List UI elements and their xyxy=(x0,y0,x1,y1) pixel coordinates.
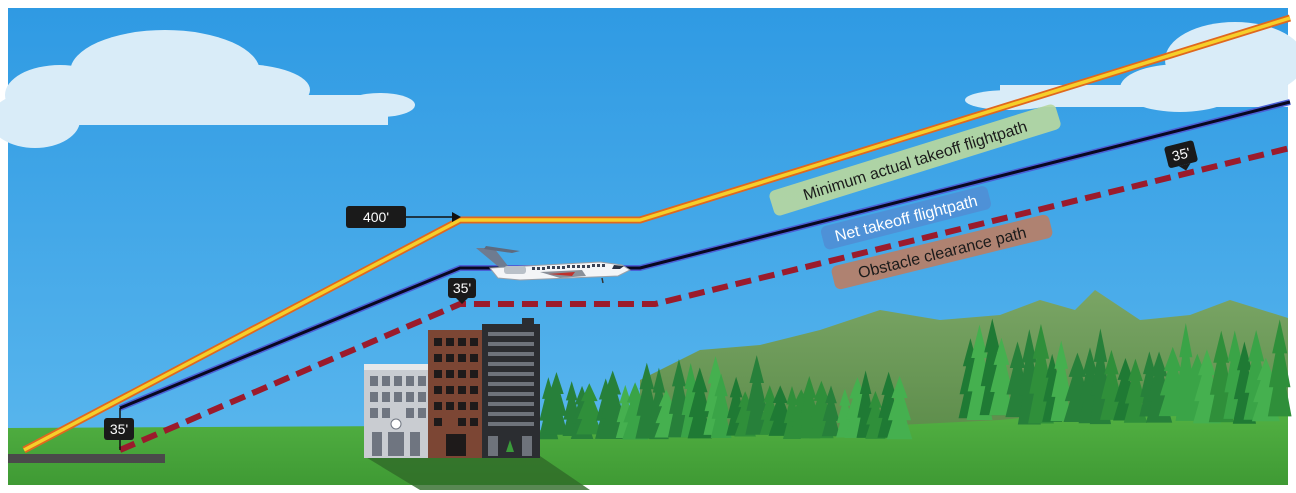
building-shadow xyxy=(364,456,590,490)
pine-tree xyxy=(768,385,792,436)
pine-tree xyxy=(545,372,568,435)
obstacle-clearance-path-line xyxy=(118,145,1291,453)
height-35-building-label: 35' xyxy=(453,280,471,296)
height-35-right-label: 35' xyxy=(1170,144,1192,164)
pine-tree xyxy=(1123,358,1148,423)
pine-tree xyxy=(989,337,1014,416)
pine-tree xyxy=(1267,319,1292,417)
forest xyxy=(538,318,1292,440)
minimum-actual-flightpath-line xyxy=(22,14,1292,454)
height-35-runway-callout: 35' xyxy=(104,418,134,440)
city-buildings-icon xyxy=(364,318,540,458)
regional-jet-icon xyxy=(476,246,632,284)
height-35-building-callout: 35' xyxy=(448,278,476,304)
height-35-right-callout: 35' xyxy=(1164,140,1198,171)
pine-tree xyxy=(886,375,913,440)
runway xyxy=(8,454,165,463)
height-35-runway-label: 35' xyxy=(110,421,128,437)
pine-tree xyxy=(821,385,841,437)
altitude-400-label: 400' xyxy=(363,209,389,225)
pine-tree xyxy=(1100,349,1123,420)
grass-ground xyxy=(8,398,1288,485)
pine-tree xyxy=(667,358,690,438)
pine-tree xyxy=(710,373,732,439)
pine-tree xyxy=(576,383,603,435)
altitude-400-callout: 400' xyxy=(346,206,461,228)
cloud-left xyxy=(0,30,415,148)
pine-tree xyxy=(635,362,659,439)
pine-tree xyxy=(687,367,712,439)
